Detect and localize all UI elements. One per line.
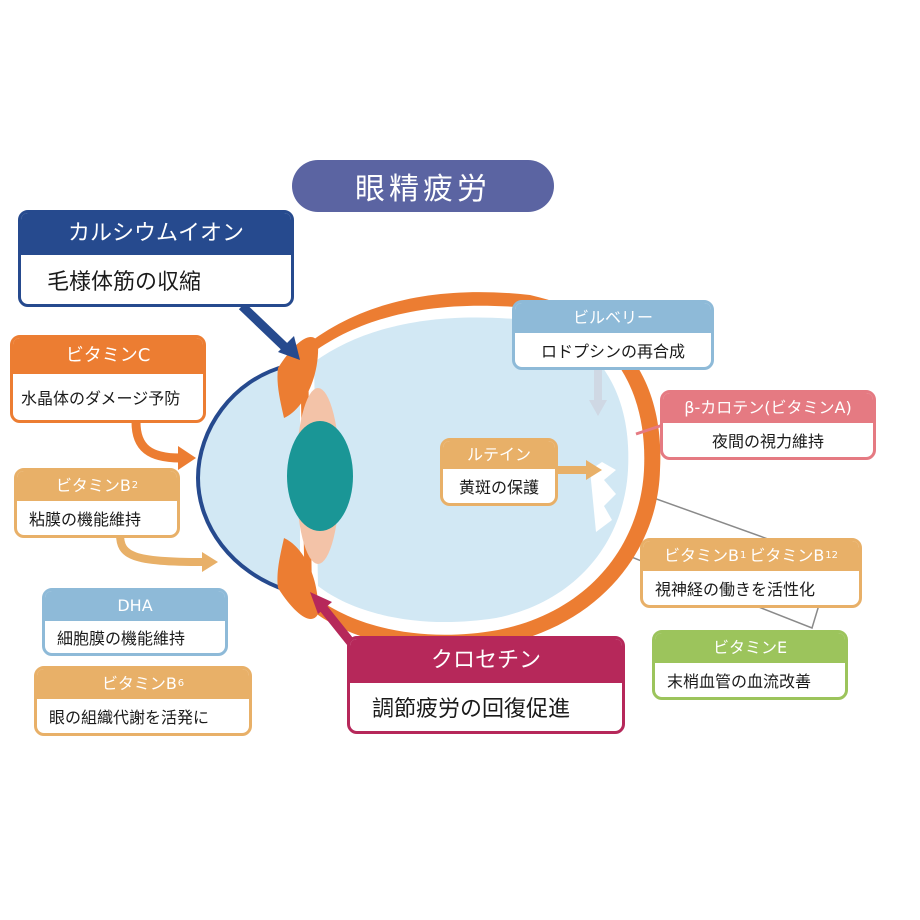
ciliary-body-upper xyxy=(277,337,319,418)
page-title: 眼精疲労 xyxy=(292,160,554,212)
callout-bilberry-nutrient: ビルベリー xyxy=(515,303,711,333)
callout-beta-carotene-effect: 夜間の視力維持 xyxy=(711,432,824,451)
arrow-calcium xyxy=(238,302,292,354)
arrow-vitamin-c xyxy=(131,421,181,463)
callout-crocetin-nutrient: クロセチン xyxy=(350,639,622,683)
callout-vitamin-e-nutrient: ビタミンE xyxy=(655,633,845,663)
cornea-outline xyxy=(195,364,287,592)
callout-vitamin-c-effect: 水晶体のダメージ予防 xyxy=(21,389,181,408)
callout-vitamin-e-effect: 末梢血管の血流改善 xyxy=(667,672,812,691)
callout-crocetin: クロセチン 調節疲労の回復促進 xyxy=(347,636,625,734)
callout-bilberry: ビルベリー ロドプシンの再合成 xyxy=(512,300,714,370)
arrow-vitamin-b2 xyxy=(116,533,205,566)
lens xyxy=(287,421,353,531)
callout-vitamin-c: ビタミンC 水晶体のダメージ予防 xyxy=(10,335,206,423)
callout-beta-carotene: β-カロテン(ビタミンA) 夜間の視力維持 xyxy=(660,390,876,460)
callout-dha: DHA 細胞膜の機能維持 xyxy=(42,588,228,656)
callout-beta-carotene-nutrient: β-カロテン(ビタミンA) xyxy=(663,393,873,423)
callout-calcium-effect: 毛様体筋の収縮 xyxy=(47,269,202,295)
callout-vitamin-b-complex-effect: 視神経の働きを活性化 xyxy=(655,580,816,599)
cornea xyxy=(198,366,300,590)
callout-crocetin-effect: 調節疲労の回復促進 xyxy=(372,697,571,722)
ciliary-body-lower xyxy=(277,538,319,619)
callout-lutein-nutrient: ルテイン xyxy=(443,441,555,469)
callout-vitamin-e: ビタミンE 末梢血管の血流改善 xyxy=(652,630,848,700)
callout-dha-nutrient: DHA xyxy=(45,591,225,621)
callout-vitamin-c-nutrient: ビタミンC xyxy=(13,338,203,374)
callout-lutein: ルテイン 黄斑の保護 xyxy=(440,438,558,506)
arrow-crocetin xyxy=(316,601,356,647)
callout-calcium: カルシウムイオン 毛様体筋の収縮 xyxy=(18,210,294,307)
callout-calcium-nutrient: カルシウムイオン xyxy=(21,213,291,255)
callout-vitamin-b2-effect: 粘膜の機能維持 xyxy=(29,510,142,529)
callout-dha-effect: 細胞膜の機能維持 xyxy=(57,629,186,648)
callout-bilberry-effect: ロドプシンの再合成 xyxy=(540,342,685,361)
callout-vitamin-b6-effect: 眼の組織代謝を活発に xyxy=(49,708,210,727)
callout-lutein-effect: 黄斑の保護 xyxy=(458,478,539,497)
optic-disc xyxy=(590,462,616,532)
